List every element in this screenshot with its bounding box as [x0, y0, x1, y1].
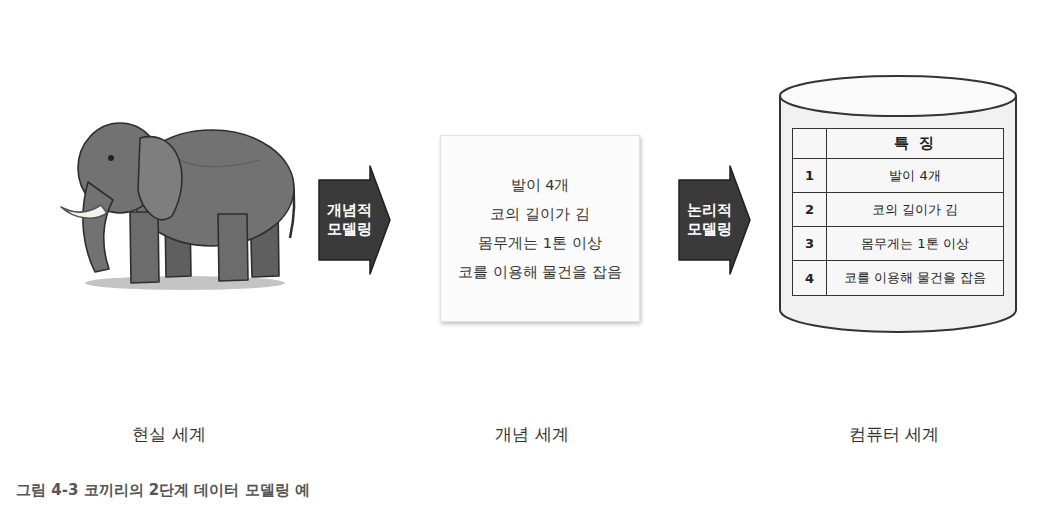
oval-fill	[749, 19, 1039, 401]
world-oval-node: 현실 세계	[22, 18, 316, 458]
feature-line: 코의 길이가 김	[490, 200, 589, 229]
row-number: 2	[805, 202, 814, 217]
arrow-label-wrap: 개념적 모델링	[318, 201, 381, 240]
arrow-label: 논리적 모델링	[678, 201, 741, 240]
row-number-cell: 3	[793, 227, 827, 261]
row-value: 코의 길이가 김	[872, 201, 958, 219]
feature-line: 몸무게는 1톤 이상	[478, 229, 601, 258]
table-header: 특 징	[894, 134, 935, 153]
paper-note: 발이 4개코의 길이가 김몸무게는 1톤 이상코를 이용해 물건을 잡음	[440, 135, 640, 322]
world-label: 현실 세계	[22, 423, 316, 446]
row-value: 몸무게는 1톤 이상	[861, 235, 969, 253]
row-number-cell: 1	[793, 159, 827, 193]
oval-texture	[23, 19, 315, 401]
block-arrow	[319, 166, 390, 274]
oval-texture	[749, 19, 1039, 401]
row-value: 코를 이용해 물건을 잡음	[844, 269, 986, 287]
elephant	[61, 123, 294, 290]
database-node: 특 징 1 발이 4개 2 코의 길이가 김 3 몸무게는 1톤 이상 4 코를 이용해 물건을…	[776, 72, 1020, 342]
world-label-wrap: 현실 세계	[22, 423, 316, 446]
block-arrow	[679, 166, 750, 274]
row-number-cell: 4	[793, 261, 827, 295]
world-label-wrap: 컴퓨터 세계	[748, 423, 1040, 446]
cylinder-top	[780, 76, 1016, 116]
cylinder-body	[780, 96, 1016, 332]
oval-fill	[23, 19, 315, 401]
oval-texture	[389, 19, 675, 401]
table-header-cell: 특 징	[827, 129, 1003, 159]
row-value-cell: 발이 4개	[827, 159, 1003, 193]
feature-line: 코를 이용해 물건을 잡음	[458, 258, 622, 287]
table-blank-cell	[793, 129, 827, 159]
oval-fill	[389, 19, 675, 401]
world-label: 개념 세계	[388, 423, 676, 446]
row-value-cell: 코를 이용해 물건을 잡음	[827, 261, 1003, 295]
row-value-cell: 몸무게는 1톤 이상	[827, 227, 1003, 261]
world-oval-node: 개념 세계 발이 4개코의 길이가 김몸무게는 1톤 이상코를 이용해 물건을 잡…	[388, 18, 676, 458]
world-oval-node: 컴퓨터 세계 특 징 1 발이 4개 2 코의 길이가 김 3 몸무게는 1톤 이상 4 코를 이…	[748, 18, 1040, 458]
row-number: 4	[805, 271, 814, 286]
world-label-wrap: 개념 세계	[388, 423, 676, 446]
row-value: 발이 4개	[889, 167, 940, 185]
world-oval	[22, 18, 316, 402]
world-label: 컴퓨터 세계	[748, 423, 1040, 446]
row-number: 1	[805, 168, 814, 183]
caption-wrap: 그림 4-3 코끼리의 2단계 데이터 모델링 예	[16, 481, 310, 500]
row-value-cell: 코의 길이가 김	[827, 193, 1003, 227]
arrow-label: 개념적 모델링	[318, 201, 381, 240]
figure-caption: 그림 4-3 코끼리의 2단계 데이터 모델링 예	[16, 481, 310, 500]
feature-table: 특 징 1 발이 4개 2 코의 길이가 김 3 몸무게는 1톤 이상 4 코를 이용해 물건을…	[792, 128, 1004, 296]
arrow-label-wrap: 논리적 모델링	[678, 201, 741, 240]
row-number: 3	[805, 236, 814, 251]
row-number-cell: 2	[793, 193, 827, 227]
feature-line: 발이 4개	[511, 171, 570, 200]
